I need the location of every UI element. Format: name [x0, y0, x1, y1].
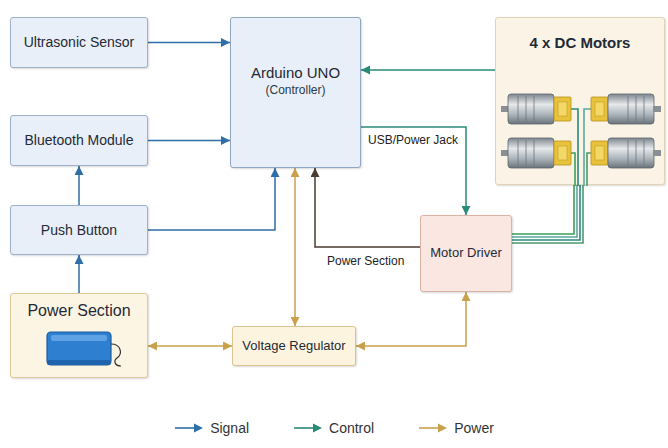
drawing-part [51, 335, 107, 341]
motor-symbol [591, 138, 661, 168]
drawing-part [558, 146, 567, 160]
connector [148, 42, 230, 44]
motor-panel: 4 x DC Motors [495, 17, 665, 185]
legend-sample [174, 422, 204, 434]
motor-symbol [501, 94, 571, 124]
power-box: Power Section [10, 293, 148, 378]
drawing-part [518, 96, 534, 122]
motor-symbol [591, 94, 661, 124]
node-title: Arduino UNO [251, 63, 340, 83]
connector [315, 168, 420, 247]
node-title: 4 x DC Motors [530, 33, 631, 53]
connector [148, 140, 230, 142]
drawing-part [608, 94, 654, 124]
legend-text: Power [454, 420, 494, 436]
drawing-part [554, 141, 571, 165]
drawing-part [508, 138, 554, 168]
connector [361, 127, 466, 215]
drawing-part [47, 332, 111, 365]
drawing-part [595, 102, 604, 116]
sensor-box: Ultrasonic Sensor [10, 17, 148, 68]
connector [356, 292, 466, 346]
drawing-part [571, 109, 578, 186]
drawing-part [571, 153, 575, 186]
drawing-part [438, 424, 447, 433]
drawing-part [194, 424, 203, 433]
legend-item: Control [293, 420, 374, 436]
edge-label: Power Section [325, 254, 406, 268]
drawing-part [175, 427, 196, 429]
node-title: Ultrasonic Sensor [24, 33, 135, 51]
drawing-part [508, 94, 554, 124]
connector [148, 168, 275, 230]
edge-label: USB/Power Jack [366, 133, 460, 147]
legend-item: Signal [174, 420, 249, 436]
connector [148, 345, 232, 347]
node-subtitle: (Controller) [265, 83, 325, 99]
module-box: Bluetooth Module [10, 115, 148, 166]
drawing-part [294, 427, 315, 429]
regulator-box: Voltage Regulator [232, 326, 356, 366]
legend-text: Control [329, 420, 374, 436]
drawing-part [111, 344, 121, 366]
controller-box: Arduino UNO(Controller) [230, 17, 361, 168]
legend-sample [293, 422, 323, 434]
drawing-part [608, 138, 654, 168]
drawing-part [313, 424, 322, 433]
node-title: Bluetooth Module [25, 131, 134, 149]
wire-strand [512, 185, 577, 237]
connector [294, 168, 296, 326]
legend-text: Signal [210, 420, 249, 436]
connector [78, 166, 80, 205]
drawing-part [595, 146, 604, 160]
drawing-part [653, 106, 661, 112]
drawing-part [591, 97, 608, 121]
input-box: Push Button [10, 205, 148, 255]
legend: Signal Control Power [0, 420, 668, 436]
drawing-part [591, 141, 608, 165]
drawing-part [628, 140, 644, 166]
legend-sample [418, 422, 448, 434]
connector [361, 69, 495, 71]
drawing-part [587, 153, 591, 186]
node-title: Push Button [41, 221, 117, 239]
drawing-part [584, 109, 591, 186]
connector [78, 255, 80, 293]
node-title: Motor Driver [430, 245, 502, 262]
drawing-part [558, 102, 567, 116]
drawing-part [419, 427, 440, 429]
drawing-part [554, 97, 571, 121]
node-title: Voltage Regulator [242, 338, 345, 355]
drawing-part [47, 360, 111, 365]
drawing-part [653, 150, 661, 156]
drawing-part [518, 140, 534, 166]
driver-box: Motor Driver [420, 215, 512, 292]
wire-strand [512, 185, 574, 234]
wire-strand [512, 185, 583, 243]
legend-item: Power [418, 420, 494, 436]
drawing-part [628, 96, 644, 122]
connector [512, 185, 580, 240]
motor-symbol [501, 138, 571, 168]
motor-wires [571, 109, 591, 186]
node-title: Power Section [27, 301, 130, 322]
